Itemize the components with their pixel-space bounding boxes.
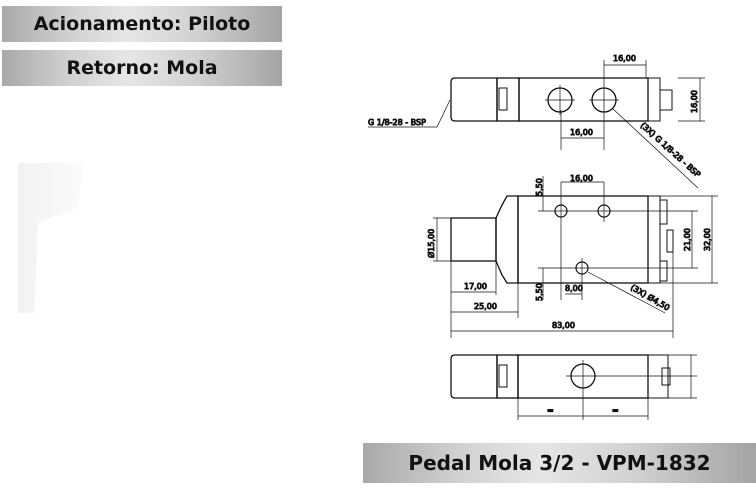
dim-right: 16,00 [690, 90, 699, 113]
return-label: Retorno: Mola [66, 57, 218, 79]
dim-21: 21,00 [683, 228, 692, 251]
actuation-label: Acionamento: Piloto [33, 13, 251, 35]
dim-16: 16,00 [570, 174, 593, 183]
eq-mark-right: = [612, 406, 619, 415]
dim-diam-15: Ø15,00 [426, 229, 436, 258]
dim-25: 25,00 [474, 302, 497, 311]
port-callout: (3X) G 1/8-28 - BSP [639, 121, 703, 180]
dim-8: 8,00 [565, 284, 583, 293]
product-title: Pedal Mola 3/2 - VPM-1832 [408, 451, 711, 475]
dim-17: 17,00 [464, 282, 487, 291]
return-banner: Retorno: Mola [2, 50, 282, 86]
dim-83: 83,00 [552, 321, 575, 330]
side-view: 5,50 16,00 Ø15,00 21,00 32,00 17,00 25,0… [426, 174, 718, 338]
port-label-left: G 1/8-28 - BSP [368, 118, 426, 127]
dim-5-50-bottom: 5,50 [535, 283, 544, 301]
eq-mark-left: = [547, 406, 554, 415]
product-title-banner: Pedal Mola 3/2 - VPM-1832 [363, 443, 756, 483]
bottom-view: = = [450, 354, 697, 420]
actuation-banner: Acionamento: Piloto [2, 6, 282, 42]
top-view: 16,00 16,00 16,00 G 1/8-28 - BSP (3X) G … [368, 54, 705, 189]
dim-bottom: 16,00 [570, 128, 593, 137]
dim-top: 16,00 [613, 54, 636, 63]
dim-32: 32,00 [703, 228, 712, 251]
dim-5-50-top: 5,50 [535, 178, 544, 196]
